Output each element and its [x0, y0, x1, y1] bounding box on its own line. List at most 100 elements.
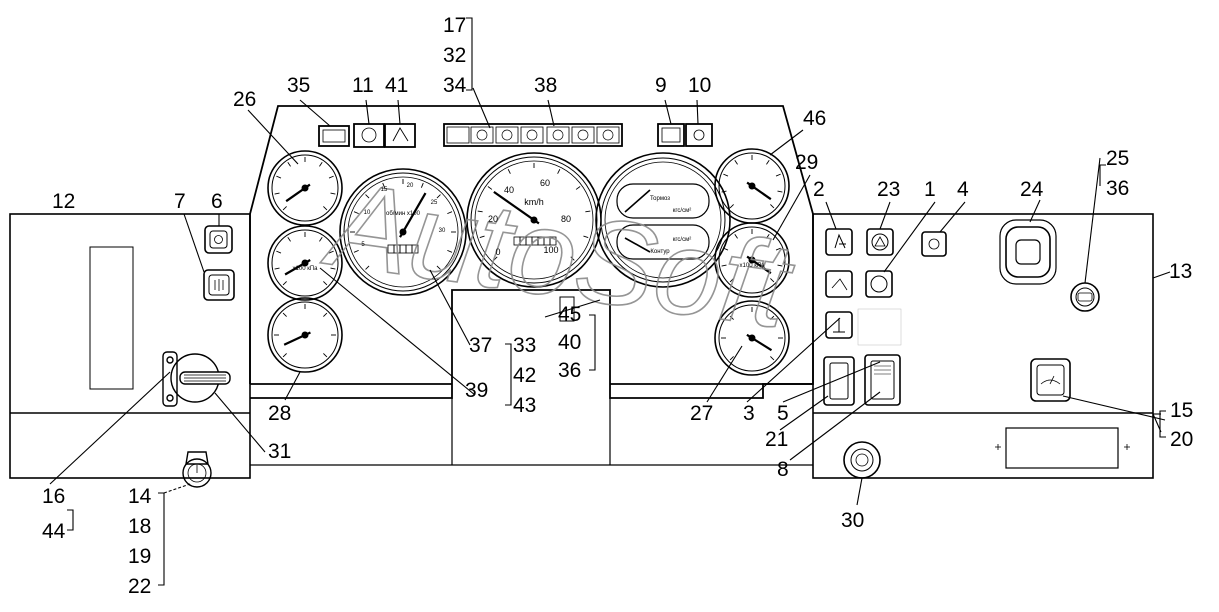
callout-2: 2	[813, 178, 825, 201]
leader-line	[772, 174, 811, 241]
leader-line	[779, 395, 829, 431]
callout-40: 40	[558, 331, 581, 354]
dial-tick	[575, 186, 581, 190]
dial-tick	[729, 278, 734, 283]
callout-26: 26	[233, 88, 256, 111]
leader-line	[696, 99, 699, 125]
callout-3: 3	[743, 402, 755, 425]
needle-hub	[301, 259, 309, 267]
dial-tick	[420, 182, 424, 188]
tachometer	[339, 168, 467, 296]
air-gauge-unit: x100 кПа	[740, 263, 766, 269]
callout-30: 30	[841, 509, 864, 532]
speedo-unit: km/h	[524, 197, 544, 207]
leader-line	[1152, 271, 1171, 279]
dial-tick	[287, 161, 291, 167]
callout-24: 24	[1020, 178, 1044, 201]
bracket-line	[505, 343, 512, 406]
callout-29: 29	[795, 151, 818, 174]
callout-18: 18	[128, 515, 151, 538]
trip-counter	[387, 244, 419, 254]
dial-tick	[775, 173, 781, 177]
callout-15: 15	[1170, 399, 1193, 422]
dial-tick	[282, 312, 287, 317]
instrument-cluster	[249, 105, 814, 466]
callout-23: 23	[877, 178, 900, 201]
dial-tick	[382, 182, 386, 188]
leader-line	[939, 201, 966, 233]
callout-19: 19	[128, 545, 151, 568]
leader-line	[856, 477, 863, 506]
pressure-unit-bottom: кгс/см²	[673, 237, 691, 243]
dial-tick	[493, 256, 498, 261]
tacho-tick-label: 5	[361, 242, 365, 248]
leader-line	[284, 371, 301, 401]
callout-21: 21	[765, 428, 788, 451]
dial-tick	[766, 233, 770, 239]
callout-32: 32	[443, 44, 466, 67]
dial-tick	[323, 281, 328, 286]
left-panel	[9, 213, 251, 479]
oil-gauge-unit: x100 кПа	[293, 266, 319, 272]
voltmeter-gauge	[714, 300, 790, 376]
callout-8: 8	[777, 458, 789, 481]
bracket-line	[158, 492, 165, 586]
callout-17: 17	[443, 14, 466, 37]
callout-11: 11	[352, 74, 374, 97]
dial-tick	[777, 190, 783, 193]
dial-tick	[479, 235, 485, 239]
leader-line	[825, 201, 837, 230]
dial-tick	[729, 356, 734, 361]
callout-22: 22	[128, 575, 151, 598]
tacho-unit: об/мин х100	[386, 211, 421, 217]
dial-tick	[436, 265, 441, 270]
pressure-unit-top: кгс/см²	[673, 208, 691, 214]
leader-line	[782, 361, 881, 403]
leader-line	[706, 345, 743, 403]
needle-hub	[748, 256, 756, 264]
leader-line	[247, 109, 299, 165]
speedo-tick-label: 60	[540, 178, 550, 188]
dial-tick	[328, 250, 334, 254]
callout-10: 10	[688, 74, 711, 97]
callout-4: 4	[957, 178, 969, 201]
brake-bottom-label: Контур	[650, 249, 670, 255]
dial-tick	[477, 210, 483, 213]
callout-46: 46	[803, 107, 826, 130]
callout-14: 14	[128, 485, 152, 508]
tacho-tick-label: 20	[407, 183, 414, 189]
brake-top-label: Тормоз	[650, 196, 670, 202]
bracket-line	[589, 314, 596, 371]
dial-tick	[487, 186, 493, 190]
fuel-level-gauge	[267, 297, 343, 373]
dial-tick	[282, 353, 287, 358]
callout-16: 16	[42, 485, 65, 508]
coolant-temp-gauge	[267, 150, 343, 226]
leader-line	[183, 213, 205, 273]
callout-7: 7	[174, 190, 186, 213]
dial-tick	[447, 249, 453, 253]
dial-tick	[274, 267, 280, 270]
callout-33: 33	[513, 334, 536, 357]
leader-line	[1084, 157, 1101, 284]
needle-hub	[748, 182, 756, 190]
leader-line	[49, 371, 171, 485]
dial-tick	[319, 161, 323, 167]
dial-tick	[287, 236, 291, 242]
dial-tick	[570, 256, 575, 261]
dial-tick	[770, 204, 775, 209]
leader-line	[365, 99, 370, 125]
dual-pressure-gauge	[595, 152, 731, 288]
leader-line	[429, 269, 471, 346]
leader-line	[397, 99, 401, 125]
callout-31: 31	[268, 440, 291, 463]
leader-line	[789, 391, 881, 461]
dial-tick	[734, 233, 738, 239]
dial-tick	[282, 206, 287, 211]
control-knob-icon	[182, 451, 212, 488]
leader-line	[319, 267, 476, 396]
bracket-line	[1159, 410, 1166, 438]
